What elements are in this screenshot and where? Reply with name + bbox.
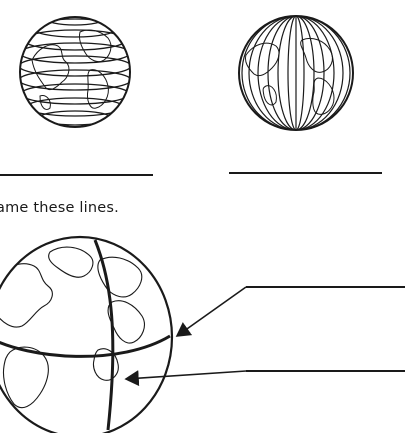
- equator-pointer: [126, 371, 405, 379]
- latitude-answer-line[interactable]: [0, 174, 153, 176]
- longitude-answer-line[interactable]: [229, 172, 382, 174]
- instruction-text: ame these lines.: [0, 200, 119, 216]
- equator-answer-line[interactable]: [248, 369, 403, 371]
- prime-meridian-answer-line[interactable]: [248, 285, 403, 287]
- longitude-globe: [226, 0, 366, 142]
- latitude-globe: [10, 0, 140, 140]
- labeled-globe: [0, 232, 411, 433]
- prime-meridian-pointer: [177, 287, 405, 336]
